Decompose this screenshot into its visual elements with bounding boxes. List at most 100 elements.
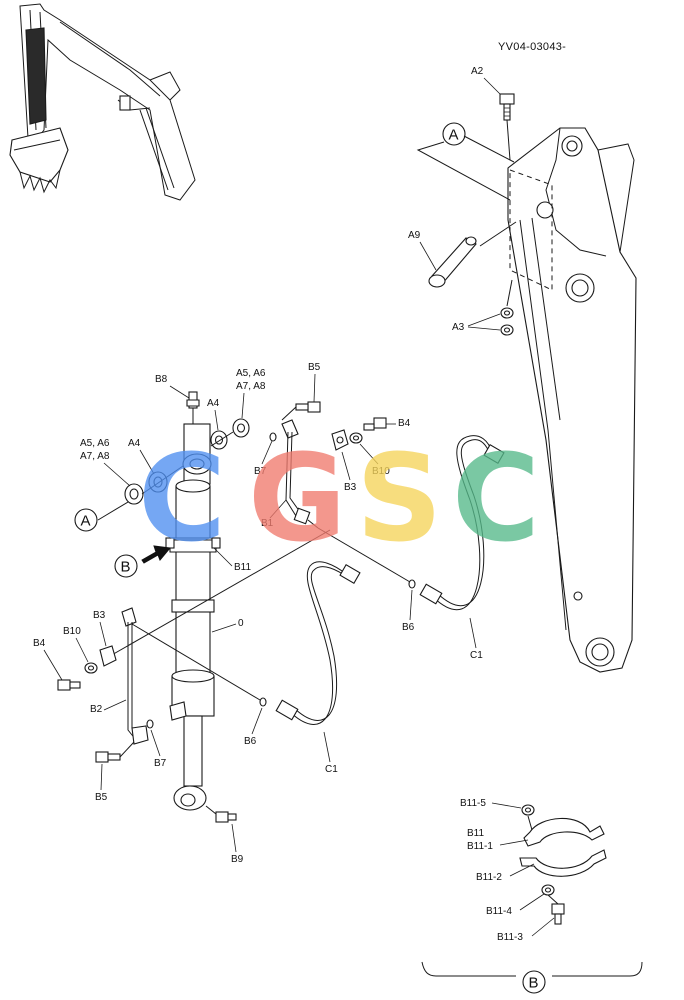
callout-b-cylinder: B: [114, 545, 171, 578]
bolt-a2: [499, 93, 515, 161]
arm-body: [507, 127, 637, 673]
label-b9: B9: [231, 854, 244, 865]
detail-b-clamp: [519, 804, 607, 925]
leader-b1: [269, 499, 287, 519]
svg-text:B: B: [121, 559, 131, 576]
bolt-b5-top: [281, 401, 321, 421]
watermark-letter-3: S: [356, 430, 442, 569]
leader-a5-left: [103, 462, 131, 487]
leader-b3-right: [341, 451, 351, 481]
svg-text:B: B: [529, 975, 539, 992]
oring-b6-right: [408, 579, 416, 589]
leader-b5-bottom: [100, 763, 103, 791]
leader-a9: [419, 241, 437, 271]
pipe-line-cross: [109, 529, 331, 657]
oring-b7-bottom: [146, 719, 154, 729]
label-b6-left: B6: [244, 736, 257, 747]
leader-c1-bottom: [323, 731, 331, 763]
bolt-b4-left: [57, 679, 81, 691]
clamp-b11: [165, 537, 221, 553]
label-b1: B1: [261, 518, 274, 529]
leader-b4-left: [43, 649, 63, 681]
watermark-letter-1: C: [138, 430, 226, 569]
leader-a5-top: [241, 392, 245, 419]
leader-zero: [211, 623, 237, 633]
oring-b6-left: [259, 697, 267, 707]
leader-b5-top: [313, 373, 316, 403]
leader-b10-left: [75, 637, 89, 663]
hose-c1-right: [419, 435, 505, 611]
leader-a3: [467, 313, 501, 331]
washer-b10-left: [84, 662, 98, 674]
bolt-b4-right: [363, 417, 387, 431]
label-b8: B8: [155, 374, 168, 385]
label-b4-right: B4: [398, 418, 411, 429]
label-b11-4: B11-4: [486, 906, 512, 917]
label-b11-5: B11-5: [460, 798, 486, 809]
label-a3: A3: [452, 322, 465, 333]
label-b11-detail: B11: [467, 828, 484, 839]
label-b3-right: B3: [344, 482, 357, 493]
leader-b9: [231, 823, 237, 853]
label-a5-top-2: A7, A8: [236, 381, 266, 392]
leader-b6-right: [409, 589, 413, 621]
label-b2: B2: [90, 704, 103, 715]
watermark-letter-4: C: [452, 430, 540, 569]
leader-c1-right: [469, 617, 477, 649]
axis-line-top: [210, 431, 234, 447]
pipe-b2: [121, 607, 149, 745]
leader-b7-bottom: [150, 729, 161, 757]
callout-a-arm: A: [416, 122, 515, 201]
svg-text:A: A: [449, 127, 459, 144]
bolt-b5-bottom: [95, 741, 135, 763]
hose-c1-bottom: [275, 561, 361, 725]
leader-b2: [103, 699, 127, 711]
leader-b10-right: [359, 443, 379, 465]
label-b3-left: B3: [93, 610, 106, 621]
bracket-b3-left: [99, 645, 117, 667]
label-a4-left: A4: [128, 438, 141, 449]
leader-a2: [483, 77, 501, 95]
label-a4-top: A4: [207, 398, 220, 409]
leader-b6-left: [251, 707, 263, 735]
label-b6-right: B6: [402, 622, 415, 633]
label-a5-top-1: A5, A6: [236, 368, 266, 379]
hydraulic-cylinder: [171, 391, 215, 811]
label-b7-bottom: B7: [154, 758, 167, 769]
label-a2: A2: [471, 66, 484, 77]
label-b11-3: B11-3: [497, 932, 523, 943]
axis-line-left: [141, 465, 184, 495]
fitting-b9: [205, 805, 237, 823]
label-b10-left: B10: [63, 626, 81, 637]
leader-b7-top: [261, 440, 273, 465]
label-c1-right: C1: [470, 650, 483, 661]
pipe-line-upper: [317, 527, 411, 583]
nuts-a3: [500, 279, 514, 336]
label-zero: 0: [238, 618, 244, 629]
fitting-cylinder-lower: [169, 701, 187, 721]
pipe-line-lower: [131, 623, 261, 701]
leader-a4-left: [139, 449, 155, 475]
seal-a5-left: [124, 483, 144, 505]
drawing-code: YV04-03043-: [498, 41, 566, 53]
leader-b11-1: [499, 839, 529, 846]
label-a5-left-2: A7, A8: [80, 451, 110, 462]
leader-a4-top: [214, 409, 219, 431]
excavator-thumbnail: [9, 3, 196, 201]
label-b11-1: B11-1: [467, 841, 493, 852]
label-c1-bottom: C1: [325, 764, 338, 775]
label-b10-right: B10: [372, 466, 390, 477]
label-b5-top: B5: [308, 362, 321, 373]
leader-b11-4: [519, 893, 545, 911]
label-a5-left-1: A5, A6: [80, 438, 110, 449]
leader-b11-3: [531, 917, 555, 937]
washer-b10-right: [349, 432, 363, 444]
pipe-b1: [281, 419, 319, 529]
detail-b-bracket: B: [421, 961, 643, 994]
label-b11: B11: [234, 562, 251, 573]
leader-b11-5: [491, 802, 522, 809]
label-b11-2: B11-2: [476, 872, 502, 883]
pin-a9: [428, 221, 517, 288]
